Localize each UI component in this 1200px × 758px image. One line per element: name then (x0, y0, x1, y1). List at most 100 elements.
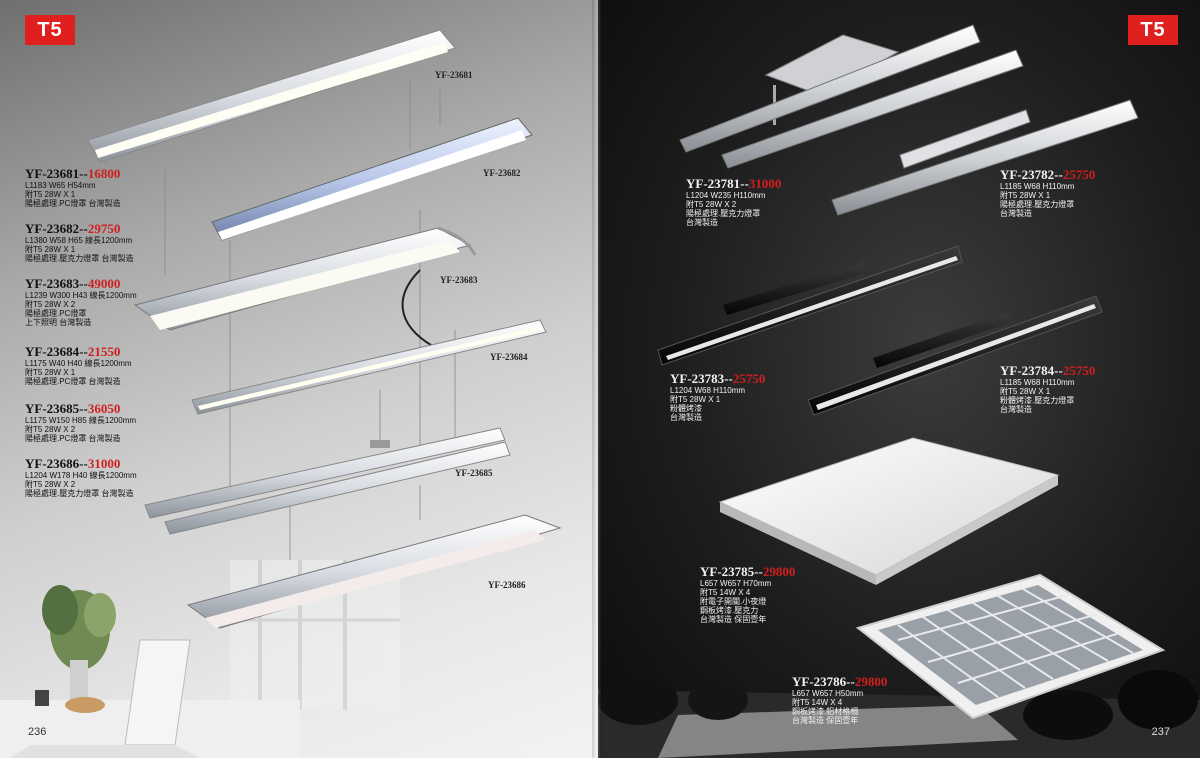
spec-line: 附T5 28W X 1 (1000, 387, 1051, 396)
spec-line: 陽極處理.壓克力燈罩 (1000, 200, 1075, 209)
fixture-yf-23786 (855, 573, 1166, 720)
spec-line: 鋼板烤漆.鋁材格柵 (792, 707, 859, 716)
spec-line: L1175 W40 H40 線長1200mm (25, 359, 132, 368)
spec-line: 陽極處理.壓克力燈罩 台灣製造 (25, 489, 134, 498)
spec-line: 附T5 28W X 1 (25, 245, 76, 254)
model-code: YF-23781-- (686, 176, 749, 191)
price: 31000 (748, 176, 782, 191)
price: 25750 (732, 371, 766, 386)
spec-line: 陽極處理.PC燈罩 台灣製造 (25, 199, 121, 208)
spec-line: 台灣製造 (1000, 209, 1032, 218)
spec-line: L1380 W58 H65 線長1200mm (25, 236, 133, 245)
product-block-yf-23683: YF-23683--49000 L1239 W300 H43 線長1200mm … (25, 276, 137, 328)
spec-line: 附T5 28W X 2 (25, 425, 76, 434)
page-number-right: 237 (1151, 726, 1170, 738)
fixture-label: YF-23686 (488, 580, 526, 590)
fixture-yf-23782 (831, 99, 1139, 216)
fixture-yf-23682 (211, 117, 533, 241)
left-page: T5 YF-23681 YF-23682 YF-23683 YF-23684 Y… (0, 0, 598, 758)
price: 29800 (762, 564, 796, 579)
price: 49000 (87, 276, 121, 291)
fixture-yf-23785 (718, 437, 1060, 585)
spec-line: 粉體烤漆.壓克力燈罩 (1000, 396, 1075, 405)
power-cord (401, 269, 441, 351)
model-code: YF-23685-- (25, 401, 88, 416)
spec-line: L657 W657 H70mm (700, 579, 772, 588)
spec-line: 陽極處理.壓克力燈罩 台灣製造 (25, 254, 134, 263)
spec-line: L1183 W65 H54mm (25, 181, 96, 190)
model-code: YF-23681-- (25, 166, 88, 181)
spec-line: 台灣製造 (686, 218, 718, 227)
spec-line: 上下照明 台灣製造 (25, 318, 92, 327)
fixture-yf-23684 (191, 319, 547, 415)
fixture-label: YF-23682 (483, 168, 521, 178)
spec-line: 附T5 28W X 1 (670, 395, 721, 404)
model-code: YF-23785-- (700, 564, 763, 579)
spec-line: 鋼板烤漆.壓克力 (700, 606, 759, 615)
model-code: YF-23682-- (25, 221, 88, 236)
price: 16800 (87, 166, 121, 181)
fixture-yf-23781 (679, 24, 1024, 169)
model-code: YF-23683-- (25, 276, 88, 291)
spec-line: 附T5 28W X 2 (686, 200, 737, 209)
spec-line: 附T5 28W X 2 (25, 300, 76, 309)
spec-line: 附T5 28W X 1 (25, 368, 76, 377)
spec-line: 附T5 28W X 1 (25, 190, 76, 199)
spec-line: 附T5 28W X 1 (1000, 191, 1051, 200)
product-block-yf-23782: YF-23782--25750 L1185 W68 H110mm 附T5 28W… (1000, 167, 1096, 219)
fixture-yf-23783 (657, 245, 963, 366)
model-code: YF-23684-- (25, 344, 88, 359)
fixture-label: YF-23685 (455, 468, 493, 478)
spec-line: 附電子開關.小夜燈 (700, 597, 767, 606)
fixture-yf-23784 (807, 295, 1103, 416)
fixture-label: YF-23683 (440, 275, 478, 285)
fixture-yf-23681 (87, 29, 456, 163)
price: 21550 (87, 344, 121, 359)
spine-gutter (592, 0, 602, 758)
spec-line: L1239 W300 H43 線長1200mm (25, 291, 137, 300)
spec-line: 附T5 14W X 4 (700, 588, 751, 597)
fixture-yf-23683 (133, 226, 477, 331)
price: 25750 (1062, 363, 1096, 378)
fixture-yf-23686 (186, 514, 562, 629)
product-block-yf-23682: YF-23682--29750 L1380 W58 H65 線長1200mm 附… (25, 221, 134, 264)
model-code: YF-23784-- (1000, 363, 1063, 378)
product-block-yf-23784: YF-23784--25750 L1185 W68 H110mm 附T5 28W… (1000, 363, 1096, 415)
desk-art (0, 639, 300, 758)
spec-line: 台灣製造 保固壹年 (700, 615, 767, 624)
spec-line: L1204 W68 H110mm (670, 386, 745, 395)
spec-line: L657 W657 H50mm (792, 689, 864, 698)
model-code: YF-23686-- (25, 456, 88, 471)
product-block-yf-23684: YF-23684--21550 L1175 W40 H40 線長1200mm 附… (25, 344, 132, 387)
product-block-yf-23686: YF-23686--31000 L1204 W178 H40 線長1200mm … (25, 456, 137, 499)
product-block-yf-23681: YF-23681--16800 L1183 W65 H54mm 附T5 28W … (25, 166, 121, 209)
t5-badge-right: T5 (1128, 15, 1178, 45)
product-block-yf-23786: YF-23786--29800 L657 W657 H50mm 附T5 14W … (792, 674, 888, 726)
price: 29800 (854, 674, 888, 689)
price: 36050 (87, 401, 121, 416)
model-code: YF-23786-- (792, 674, 855, 689)
model-code: YF-23782-- (1000, 167, 1063, 182)
spec-line: L1185 W68 H110mm (1000, 182, 1075, 191)
spec-line: L1185 W68 H110mm (1000, 378, 1075, 387)
spec-line: 陽極處理.壓克力燈罩 (686, 209, 761, 218)
page-number-left: 236 (28, 726, 47, 738)
spec-line: 附T5 28W X 2 (25, 480, 76, 489)
price: 29750 (87, 221, 121, 236)
left-room-scene (0, 29, 562, 758)
product-block-yf-23685: YF-23685--36050 L1175 W150 H85 線長1200mm … (25, 401, 137, 444)
right-page: T5 YF-23781--31000 L1204 W235 H110mm 附T5… (598, 0, 1200, 758)
price: 25750 (1062, 167, 1096, 182)
t5-badge-left: T5 (25, 15, 75, 45)
spec-line: L1175 W150 H85 線長1200mm (25, 416, 137, 425)
spec-line: 陽極處理.PC燈罩 台灣製造 (25, 377, 121, 386)
price: 31000 (87, 456, 121, 471)
conference-room-art (598, 670, 1200, 758)
fixture-yf-23685 (144, 427, 511, 535)
spec-line: 陽極處理.PC燈罩 台灣製造 (25, 434, 121, 443)
spec-line: 陽極處理.PC燈罩 (25, 309, 87, 318)
fixture-label: YF-23681 (435, 70, 473, 80)
spec-line: 台灣製造 (1000, 405, 1032, 414)
product-block-yf-23781: YF-23781--31000 L1204 W235 H110mm 附T5 28… (686, 176, 782, 228)
